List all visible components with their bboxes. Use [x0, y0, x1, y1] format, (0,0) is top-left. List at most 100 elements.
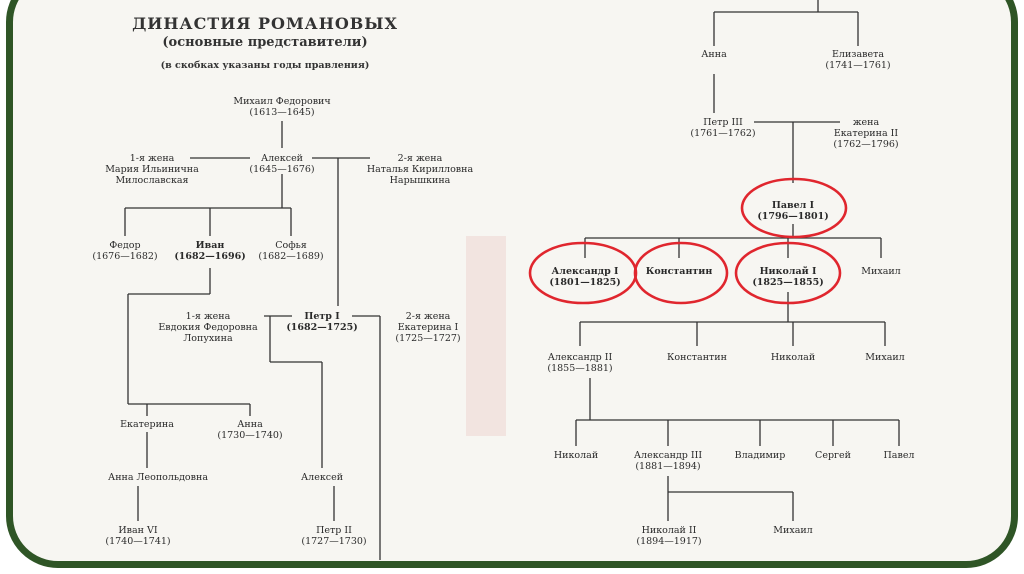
person-text-line: Екатерина [120, 419, 174, 430]
person-text-line: (1825—1855) [752, 277, 823, 288]
person-peter1: Петр I(1682—1725) [286, 311, 357, 333]
person-text-line: Николай II [636, 525, 701, 536]
person-text-line: Павел I [757, 200, 828, 211]
person-text-line: Константин [667, 352, 727, 363]
person-text-line: (1855—1881) [547, 363, 612, 374]
person-text-line: (1730—1740) [217, 430, 282, 441]
person-text-line: Михаил [861, 266, 900, 277]
person-text-line: (1762—1796) [833, 139, 898, 150]
person-konstantin2: Константин [667, 352, 727, 363]
person-text-line: (1894—1917) [636, 536, 701, 547]
person-text-line: Иван [174, 240, 245, 251]
person-text-line: (1741—1761) [825, 60, 890, 71]
person-ekaterina: Екатерина [120, 419, 174, 430]
person-text-line: (1682—1689) [258, 251, 323, 262]
person-sofia: Софья(1682—1689) [258, 240, 323, 262]
person-ivan6: Иван VI(1740—1741) [105, 525, 170, 547]
person-text-line: Федор [92, 240, 157, 251]
person-text-line: Елизавета [825, 49, 890, 60]
person-text-line: Александр I [549, 266, 620, 277]
person-text-line: Александр II [547, 352, 612, 363]
person-text-line: Михаил Федорович [233, 96, 330, 107]
person-text-line: Сергей [815, 450, 851, 461]
person-text-line: Мария Ильинична [105, 164, 199, 175]
person-text-line: Екатерина II [833, 128, 898, 139]
person-text-line: (1682—1725) [286, 322, 357, 333]
person-text-line: Наталья Кирилловна [367, 164, 473, 175]
person-elizaveta: Елизавета(1741—1761) [825, 49, 890, 71]
person-text-line: жена [833, 117, 898, 128]
person-nikolai1: Николай I(1825—1855) [752, 266, 823, 288]
person-text-line: (1801—1825) [549, 277, 620, 288]
diagram-title: ДИНАСТИЯ РОМАНОВЫХ [132, 14, 398, 33]
person-alexander2: Александр II(1855—1881) [547, 352, 612, 374]
person-mikhail-n: Михаил [865, 352, 904, 363]
person-text-line: Константин [646, 266, 713, 277]
person-text-line: 2-я жена [367, 153, 473, 164]
person-text-line: Анна Леопольдовна [108, 472, 208, 483]
person-text-line: Михаил [773, 525, 812, 536]
person-alexander3: Александр III(1881—1894) [634, 450, 702, 472]
person-text-line: Александр III [634, 450, 702, 461]
person-text-line: 1-я жена [158, 311, 257, 322]
person-mikhail: Михаил Федорович(1613—1645) [233, 96, 330, 118]
person-text-line: 2-я жена [395, 311, 460, 322]
person-ivan: Иван(1682—1696) [174, 240, 245, 262]
person-text-line: Николай [554, 450, 598, 461]
person-text-line: (1881—1894) [634, 461, 702, 472]
person-pavel-a: Павел [884, 450, 915, 461]
person-vladimir: Владимир [735, 450, 786, 461]
person-text-line: Петр I [286, 311, 357, 322]
person-text-line: (1613—1645) [233, 107, 330, 118]
person-fedor: Федор(1676—1682) [92, 240, 157, 262]
person-text-line: (1796—1801) [757, 211, 828, 222]
person-mikhail-p: Михаил [861, 266, 900, 277]
person-text-line: Петр II [301, 525, 366, 536]
person-text-line: Алексей [249, 153, 314, 164]
person-nikolai-a: Николай [554, 450, 598, 461]
person-text-line: Милославская [105, 175, 199, 186]
person-alexei-petrovich: Алексей [301, 472, 343, 483]
person-text-line: Михаил [865, 352, 904, 363]
person-sergei: Сергей [815, 450, 851, 461]
person-text-line: Владимир [735, 450, 786, 461]
person-text-line: Евдокия Федоровна [158, 322, 257, 333]
person-text-line: 1-я жена [105, 153, 199, 164]
person-text-line: Петр III [690, 117, 755, 128]
person-anna-petrovna: Анна [701, 49, 727, 60]
person-peter3: Петр III(1761—1762) [690, 117, 755, 139]
person-text-line: Нарышкина [367, 175, 473, 186]
person-text-line: Алексей [301, 472, 343, 483]
person-text-line: Николай I [752, 266, 823, 277]
person-text-line: Екатерина I [395, 322, 460, 333]
person-text-line: Анна [701, 49, 727, 60]
person-text-line: (1725—1727) [395, 333, 460, 344]
person-alexander1: Александр I(1801—1825) [549, 266, 620, 288]
person-anna-leopoldovna: Анна Леопольдовна [108, 472, 208, 483]
person-peter2: Петр II(1727—1730) [301, 525, 366, 547]
person-text-line: (1761—1762) [690, 128, 755, 139]
person-mikhail-a3: Михаил [773, 525, 812, 536]
person-text-line: Анна [217, 419, 282, 430]
person-text-line: Николай [771, 352, 815, 363]
person-anna-ivanovna: Анна(1730—1740) [217, 419, 282, 441]
person-text-line: (1676—1682) [92, 251, 157, 262]
person-pavel1: Павел I(1796—1801) [757, 200, 828, 222]
diagram-note: (в скобках указаны годы правления) [161, 60, 370, 71]
person-nikolai2: Николай II(1894—1917) [636, 525, 701, 547]
person-alexei: Алексей(1645—1676) [249, 153, 314, 175]
person-text-line: Иван VI [105, 525, 170, 536]
diagram-subtitle: (основные представители) [162, 35, 367, 50]
person-text-line: (1645—1676) [249, 164, 314, 175]
person-text-line: Павел [884, 450, 915, 461]
person-text-line: (1682—1696) [174, 251, 245, 262]
person-text-line: (1740—1741) [105, 536, 170, 547]
person-nikolai-n: Николай [771, 352, 815, 363]
person-text-line: Лопухина [158, 333, 257, 344]
